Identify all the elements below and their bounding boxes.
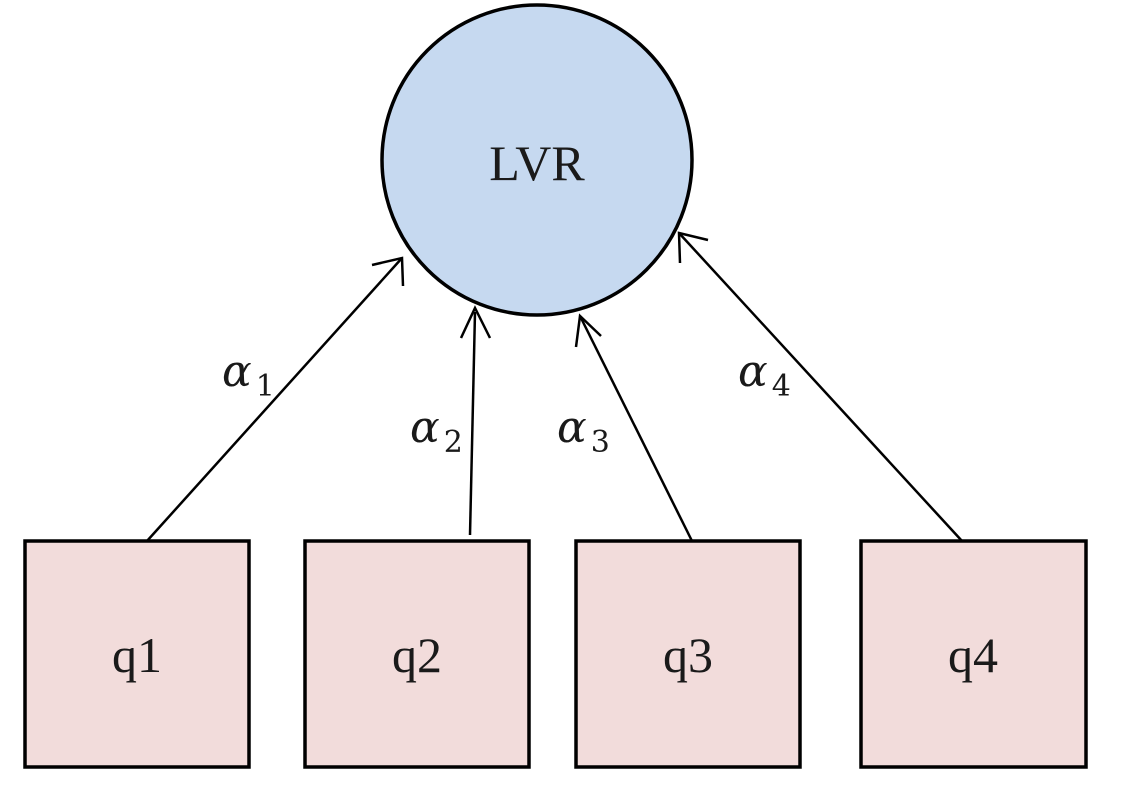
arrow-q3 xyxy=(578,315,694,542)
indicator-box-q3 xyxy=(574,539,802,769)
latent-label: LVR xyxy=(489,135,585,191)
arrows xyxy=(146,231,963,542)
latent-circle xyxy=(380,3,694,317)
arrow-q4 xyxy=(678,232,963,542)
indicator-label-q4: q4 xyxy=(948,627,998,683)
indicator-label-q1: q1 xyxy=(112,627,162,683)
indicator-q1: q1 xyxy=(23,539,251,769)
arrowhead-q1 xyxy=(371,256,405,287)
indicator-box-q1 xyxy=(23,539,251,769)
indicator-box-q4 xyxy=(859,539,1088,769)
indicator-label-q2: q2 xyxy=(392,627,442,683)
arrow-q2 xyxy=(468,311,477,536)
indicator-q2: q2 xyxy=(303,539,531,769)
arrowhead-q4 xyxy=(677,231,709,264)
indicator-label-q3: q3 xyxy=(663,627,713,683)
arrowhead-q3 xyxy=(574,313,602,348)
indicator-nodes: q1 q2 q3 q4 xyxy=(23,539,1088,769)
indicator-q3: q3 xyxy=(574,539,802,769)
arrow-q1 xyxy=(146,257,403,542)
arrowhead-q2 xyxy=(459,305,492,339)
indicator-box-q2 xyxy=(303,539,531,769)
indicator-q4: q4 xyxy=(859,539,1088,769)
latent-node: LVR xyxy=(380,3,694,317)
